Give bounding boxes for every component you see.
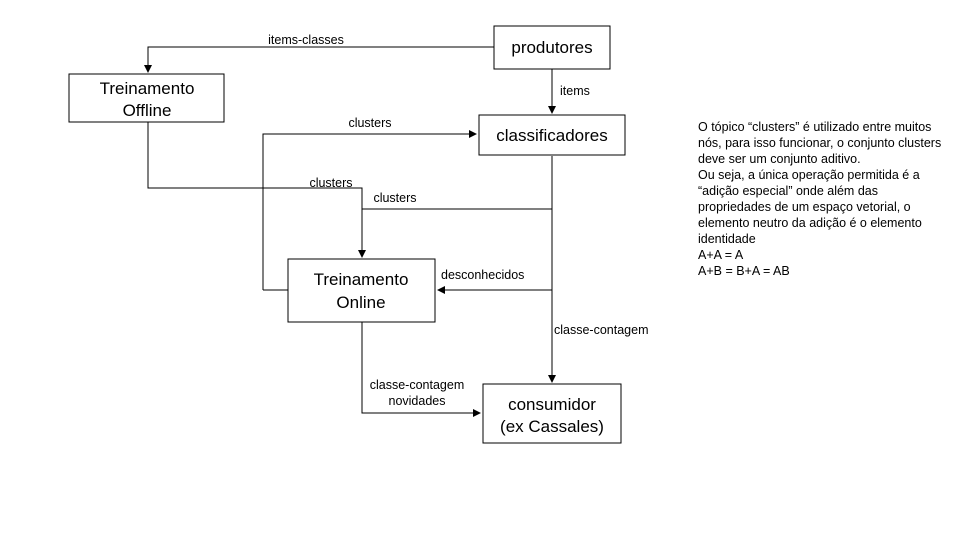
node-consumidor: consumidor (ex Cassales) [482,383,622,444]
edge-clusters-to-classificadores [262,130,477,290]
edge-label-clusters: clusters [309,176,352,190]
annotation-note: O tópico “clusters” é utilizado entre mu… [698,119,954,279]
edge-produtores-to-offline [144,46,494,73]
node-label-line2: Offline [123,101,172,120]
edge-label-items-classes: items-classes [268,33,344,47]
edge-label-desconhecidos: desconhecidos [441,268,524,282]
node-label-line1: consumidor [508,395,596,414]
edge-label-classe-contagem: classe-contagem [370,378,465,392]
edge-label-clusters: clusters [373,191,416,205]
node-label: classificadores [496,126,608,145]
node-produtores: produtores [493,25,611,70]
edge-label-classe-contagem: classe-contagem [554,323,649,337]
connectors [144,46,556,417]
edge-online-to-consumidor [361,322,481,417]
node-label-line2: (ex Cassales) [500,417,604,436]
edge-label-novidades: novidades [389,394,446,408]
edge-label-clusters: clusters [348,116,391,130]
node-classificadores: classificadores [478,114,626,156]
note-paragraph: Ou seja, a única operação permitida é a … [698,168,922,246]
note-paragraph: O tópico “clusters” é utilizado entre mu… [698,120,942,166]
edge-offline-to-online [147,122,366,258]
node-label-line2: Online [336,293,385,312]
node-label: produtores [511,38,592,57]
node-label-line1: Treinamento [100,79,195,98]
note-equation: A+A = A [698,248,744,262]
note-equation: A+B = B+A = AB [698,264,790,278]
edge-label-items: items [560,84,590,98]
node-label-line1: Treinamento [314,270,409,289]
node-treinamento-offline: Treinamento Offline [68,73,225,123]
node-treinamento-online: Treinamento Online [287,258,436,323]
